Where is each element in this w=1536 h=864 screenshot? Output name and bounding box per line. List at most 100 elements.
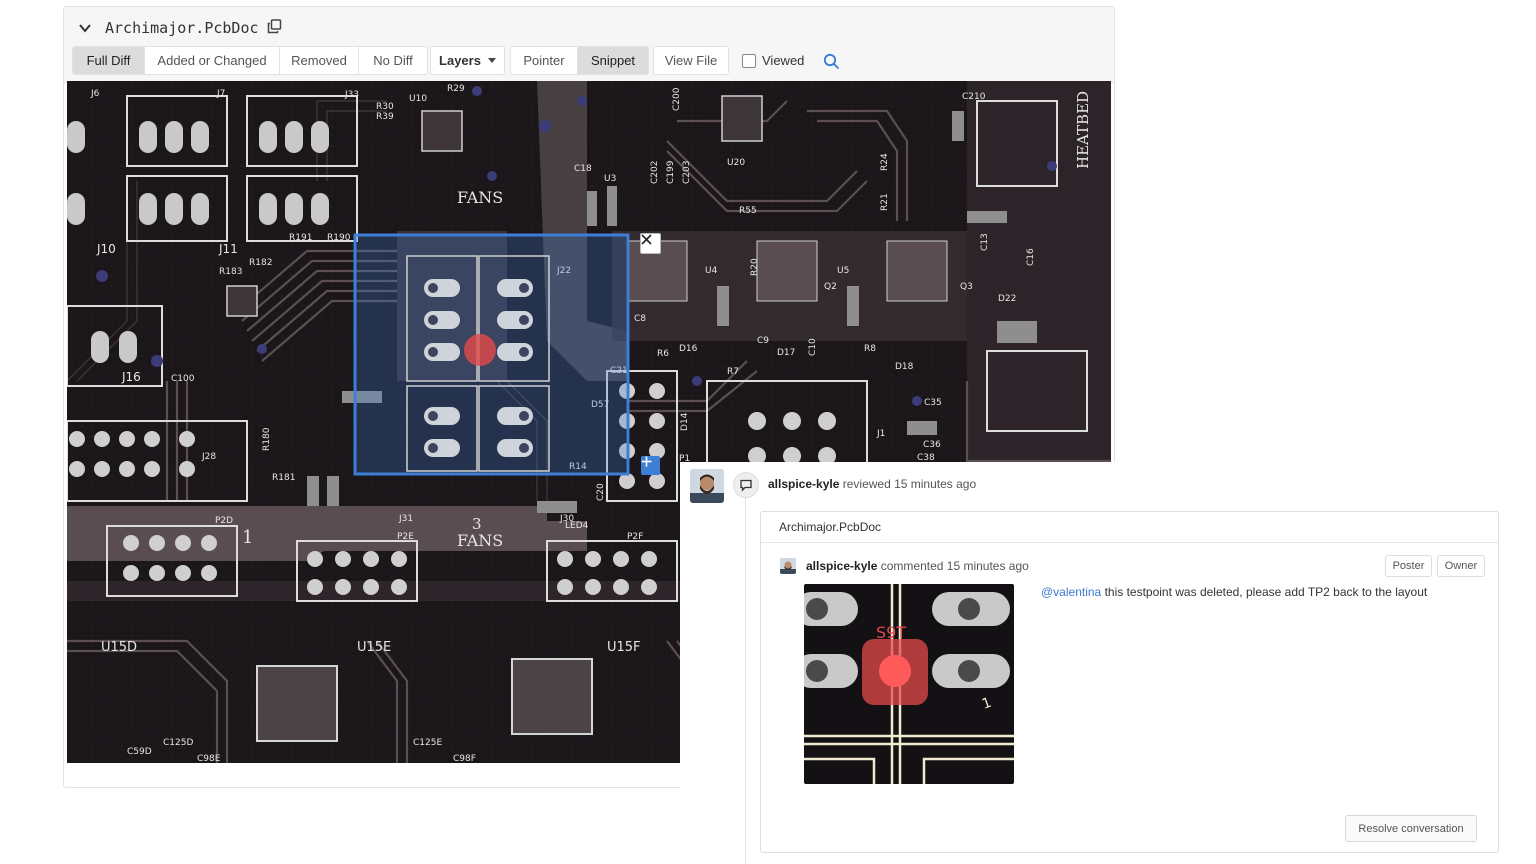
svg-text:R182: R182 xyxy=(249,258,272,268)
mention-link[interactable]: @valentina xyxy=(1041,585,1102,599)
svg-text:C16: C16 xyxy=(1026,248,1036,266)
comment-header-text: allspice-kyle commented 15 minutes ago xyxy=(806,559,1029,573)
svg-text:R8: R8 xyxy=(864,344,876,354)
svg-text:D17: D17 xyxy=(777,348,795,358)
comment-message: this testpoint was deleted, please add T… xyxy=(1104,585,1428,599)
svg-text:R183: R183 xyxy=(219,267,242,277)
svg-text:C200: C200 xyxy=(672,87,682,111)
svg-text:3: 3 xyxy=(472,515,482,533)
svg-text:C9: C9 xyxy=(757,336,769,346)
svg-text:C100: C100 xyxy=(171,374,195,384)
reviewer-name[interactable]: allspice-kyle xyxy=(768,477,840,491)
layers-dropdown[interactable]: Layers xyxy=(430,46,505,75)
conversation-file-name[interactable]: Archimajor.PcbDoc xyxy=(779,520,882,534)
svg-text:U10: U10 xyxy=(409,94,427,104)
resolve-conversation-button[interactable]: Resolve conversation xyxy=(1345,815,1477,842)
review-event-text: allspice-kyle reviewed 15 minutes ago xyxy=(768,477,976,491)
svg-text:D22: D22 xyxy=(998,294,1016,304)
svg-text:P2D: P2D xyxy=(215,516,233,526)
pcb-layout-image: FANS FANS 3 1 HEATBED U15D U15E U15F J16… xyxy=(67,81,1111,763)
svg-text:C203: C203 xyxy=(682,161,692,184)
svg-text:C202: C202 xyxy=(650,161,660,184)
chevron-down-icon[interactable] xyxy=(78,21,92,35)
svg-text:C125E: C125E xyxy=(413,738,442,748)
svg-text:P2F: P2F xyxy=(627,532,643,542)
svg-text:C10: C10 xyxy=(808,338,818,356)
svg-text:S9T: S9T xyxy=(876,623,906,642)
checkbox-box[interactable] xyxy=(742,53,756,68)
svg-text:R55: R55 xyxy=(739,206,757,216)
viewed-label: Viewed xyxy=(762,53,805,68)
commenter-name[interactable]: allspice-kyle xyxy=(806,559,878,573)
svg-text:D14: D14 xyxy=(680,412,690,431)
copy-icon[interactable] xyxy=(267,19,282,34)
svg-text:Q2: Q2 xyxy=(824,282,837,292)
svg-text:C35: C35 xyxy=(924,398,942,408)
svg-text:D18: D18 xyxy=(895,362,914,372)
svg-text:J10: J10 xyxy=(96,242,116,256)
file-header: Archimajor.PcbDoc Full Diff Added or Cha… xyxy=(64,7,1114,83)
svg-text:J33: J33 xyxy=(344,90,359,100)
avatar[interactable] xyxy=(690,469,724,503)
conversation-header: Archimajor.PcbDoc xyxy=(761,512,1498,543)
comment-snippet-image[interactable]: S9T 1 xyxy=(804,584,1014,784)
svg-text:J16: J16 xyxy=(121,370,141,384)
svg-text:J22: J22 xyxy=(556,266,571,276)
add-comment-button[interactable] xyxy=(641,456,660,475)
close-icon xyxy=(641,234,652,245)
svg-text:D57: D57 xyxy=(591,400,609,410)
pointer-button[interactable]: Pointer xyxy=(510,46,578,75)
svg-text:C18: C18 xyxy=(574,164,592,174)
view-file-button[interactable]: View File xyxy=(653,46,729,75)
svg-text:P2E: P2E xyxy=(397,532,414,542)
svg-text:R29: R29 xyxy=(447,84,465,94)
viewed-checkbox[interactable]: Viewed xyxy=(742,53,804,68)
added-or-changed-button[interactable]: Added or Changed xyxy=(144,46,280,75)
svg-text:C21: C21 xyxy=(610,366,628,376)
svg-text:Q3: Q3 xyxy=(960,282,973,292)
comment-event-badge xyxy=(733,472,759,498)
svg-text:R191: R191 xyxy=(289,233,312,243)
svg-text:C8: C8 xyxy=(634,314,646,324)
commenter-avatar[interactable] xyxy=(780,558,796,574)
no-diff-button[interactable]: No Diff xyxy=(358,46,428,75)
owner-badge: Owner xyxy=(1437,555,1485,577)
reviewed-time: reviewed 15 minutes ago xyxy=(842,477,977,491)
pcb-diff-canvas[interactable]: FANS FANS 3 1 HEATBED U15D U15E U15F J16… xyxy=(67,81,1111,763)
removed-button[interactable]: Removed xyxy=(279,46,359,75)
svg-text:J1: J1 xyxy=(876,429,885,439)
svg-text:C98E: C98E xyxy=(197,754,221,763)
caret-down-icon xyxy=(487,58,496,63)
svg-text:HEATBED: HEATBED xyxy=(1074,91,1092,169)
svg-text:C20: C20 xyxy=(596,483,606,501)
svg-text:R30: R30 xyxy=(376,102,394,112)
timeline-line xyxy=(745,490,746,864)
svg-text:C98F: C98F xyxy=(453,754,476,763)
svg-text:FANS: FANS xyxy=(457,531,503,550)
search-icon[interactable] xyxy=(823,53,840,70)
svg-text:R6: R6 xyxy=(657,349,669,359)
snippet-button[interactable]: Snippet xyxy=(577,46,649,75)
layers-label: Layers xyxy=(439,53,481,68)
svg-text:R24: R24 xyxy=(880,153,890,171)
svg-text:U5: U5 xyxy=(837,266,849,276)
plus-icon xyxy=(641,456,652,467)
svg-text:U15D: U15D xyxy=(101,640,137,655)
svg-text:U20: U20 xyxy=(727,158,745,168)
full-diff-button[interactable]: Full Diff xyxy=(72,46,145,75)
svg-text:U15F: U15F xyxy=(607,640,641,655)
svg-text:J30: J30 xyxy=(559,514,574,524)
svg-text:R39: R39 xyxy=(376,112,394,122)
svg-text:J6: J6 xyxy=(90,89,100,99)
svg-text:U3: U3 xyxy=(604,174,616,184)
svg-text:P1: P1 xyxy=(679,454,690,464)
svg-text:C38: C38 xyxy=(917,453,935,463)
svg-text:D16: D16 xyxy=(679,344,698,354)
svg-text:1: 1 xyxy=(242,527,253,548)
close-snippet-button[interactable] xyxy=(640,233,661,254)
svg-text:R181: R181 xyxy=(272,473,295,483)
poster-badge: Poster xyxy=(1385,555,1432,577)
svg-text:R190: R190 xyxy=(327,233,351,243)
svg-text:C199: C199 xyxy=(666,160,676,184)
svg-text:R180: R180 xyxy=(262,427,272,451)
